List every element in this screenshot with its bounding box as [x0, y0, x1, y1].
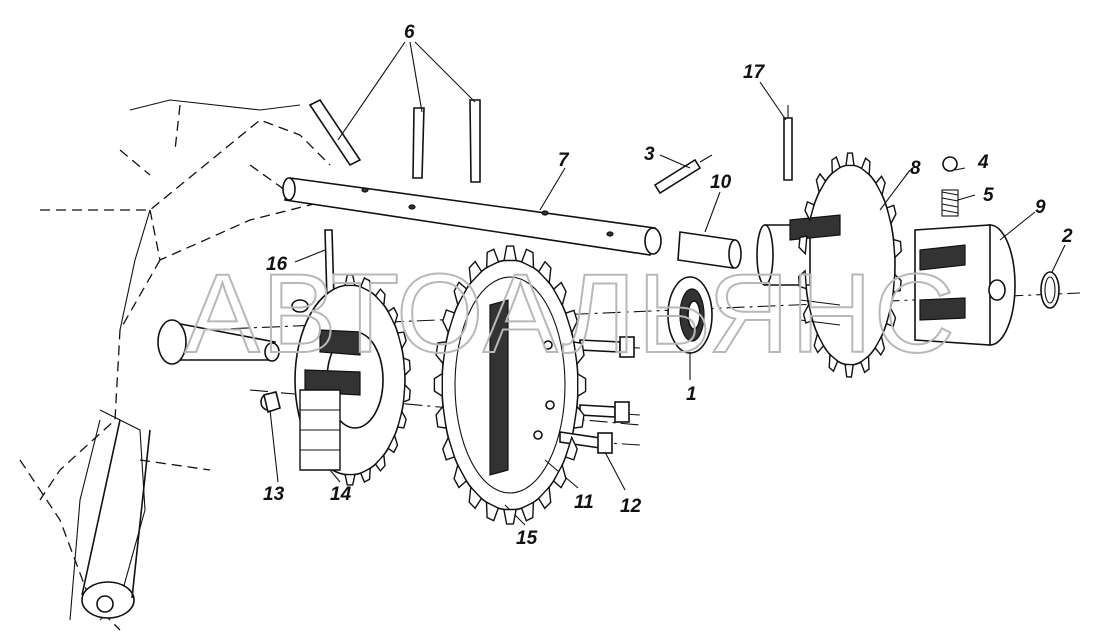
gear-8-teeth-tooth	[885, 306, 897, 328]
sprocket-15-teeth-tooth	[503, 508, 517, 525]
gear-14-teeth-tooth	[359, 467, 371, 483]
gear-8-teeth-tooth	[831, 155, 841, 175]
gear-8-teeth-tooth	[860, 157, 871, 177]
callout-labels: 6 17 3 7 8 4 10 5 9 2 16 1 13 14 11 12 1…	[263, 22, 1073, 549]
callout-9: 9	[1035, 197, 1046, 218]
sprocket-15	[441, 259, 579, 511]
gear-14-teeth-tooth	[387, 306, 399, 327]
sprocket-15-teeth-tooth	[577, 372, 587, 398]
gear-8-teeth	[797, 152, 902, 378]
sprocket-15-teeth-tooth	[537, 260, 552, 285]
gear-14-teeth-tooth	[374, 453, 386, 472]
sprocket-15-teeth-tooth	[552, 463, 567, 489]
pins-6	[308, 98, 481, 183]
gear-8	[756, 164, 896, 366]
callout-14: 14	[330, 484, 352, 505]
sprocket-15-teeth-tooth	[453, 281, 468, 307]
bushing-10	[677, 231, 742, 269]
gear-8-teeth-tooth	[874, 334, 886, 357]
callout-2: 2	[1061, 226, 1073, 247]
pin-3	[653, 154, 713, 195]
sprocket-15-teeth-tooth	[435, 404, 447, 429]
gear-14-teeth-tooth	[402, 383, 411, 403]
sprocket-15-teeth-tooth	[468, 485, 483, 510]
gear-14-teeth-tooth	[374, 288, 386, 307]
sprocket-15-teeth-tooth	[503, 245, 518, 262]
callout-1: 1	[686, 384, 697, 405]
gear-8-teeth-tooth	[797, 269, 808, 290]
gear-14-teeth-tooth	[344, 274, 356, 287]
callout-16: 16	[266, 254, 288, 275]
gear-8-teeth-tooth	[886, 204, 897, 226]
sprocket-15-teeth-tooth	[453, 463, 468, 489]
callout-17: 17	[743, 62, 766, 83]
bearing-1	[667, 276, 713, 354]
snap-ring-2	[1040, 271, 1060, 309]
gear-8-teeth-tooth	[828, 353, 839, 373]
sprocket-15-teeth-tooth	[564, 435, 578, 461]
callout-6: 6	[404, 22, 415, 43]
callout-15: 15	[516, 528, 538, 549]
callout-12: 12	[620, 496, 642, 517]
callout-4: 4	[977, 152, 989, 173]
sprocket-15-teeth-tooth	[572, 404, 585, 429]
gear-8-teeth-tooth	[798, 235, 808, 256]
sprocket-15-teeth	[433, 245, 587, 525]
clutch-9	[914, 224, 1016, 346]
watermark: АВТОАЛЬЯНС	[185, 251, 957, 376]
sprocket-15-teeth-tooth	[573, 341, 585, 366]
sprocket-15-teeth-tooth	[520, 248, 535, 269]
sprocket-15-teeth-tooth	[520, 501, 535, 522]
gear-8-teeth-tooth	[859, 354, 870, 374]
nut-13	[263, 391, 281, 414]
gear-14-teeth-tooth	[359, 277, 371, 293]
gear-14-teeth	[344, 274, 411, 486]
sprocket-15-teeth-tooth	[485, 501, 500, 522]
sprocket-15-teeth-tooth	[485, 248, 500, 269]
shaft-7	[282, 177, 662, 256]
gear-8-teeth-tooth	[802, 302, 814, 324]
gear-14-teeth-tooth	[402, 357, 411, 377]
sprocket-15-teeth-tooth	[435, 340, 448, 366]
callout-3: 3	[644, 144, 655, 165]
pin-17	[783, 105, 793, 181]
gear-8-teeth-tooth	[875, 175, 886, 197]
callout-10: 10	[710, 172, 732, 193]
gear-8-teeth-tooth	[804, 200, 815, 223]
stub-hub	[157, 319, 280, 365]
gear-14-teeth-tooth	[387, 433, 399, 454]
gear-14	[260, 284, 406, 476]
sprocket-15-teeth-tooth	[552, 281, 567, 307]
sprocket-15-teeth-tooth	[468, 260, 483, 285]
ball-4	[942, 156, 958, 172]
gear-8-teeth-tooth	[844, 363, 855, 378]
sprocket-15-teeth-tooth	[564, 309, 579, 335]
callout-13: 13	[263, 484, 285, 505]
gear-14-teeth-tooth	[344, 473, 356, 486]
leader-lines	[269, 41, 1066, 526]
gear-14-teeth-tooth	[396, 409, 407, 429]
callout-11: 11	[574, 492, 594, 513]
spring-5	[941, 189, 959, 217]
callout-7: 7	[558, 150, 570, 171]
gear-14-teeth-tooth	[396, 331, 407, 351]
gear-8-teeth-tooth	[813, 331, 825, 354]
gear-8-teeth-tooth	[845, 152, 855, 167]
sprocket-15-teeth-tooth	[442, 309, 456, 335]
sprocket-15-teeth-tooth	[433, 372, 443, 398]
bolts-12	[559, 336, 635, 454]
gear-8-teeth-tooth	[815, 172, 827, 195]
lower-bracket	[81, 419, 151, 619]
gear-8-teeth-tooth	[892, 272, 902, 293]
callout-5: 5	[983, 185, 994, 206]
gear-8-teeth-tooth	[892, 238, 902, 259]
sprocket-15-teeth-tooth	[537, 485, 552, 510]
sprocket-15-teeth-tooth	[442, 435, 456, 461]
callout-8: 8	[910, 158, 921, 179]
